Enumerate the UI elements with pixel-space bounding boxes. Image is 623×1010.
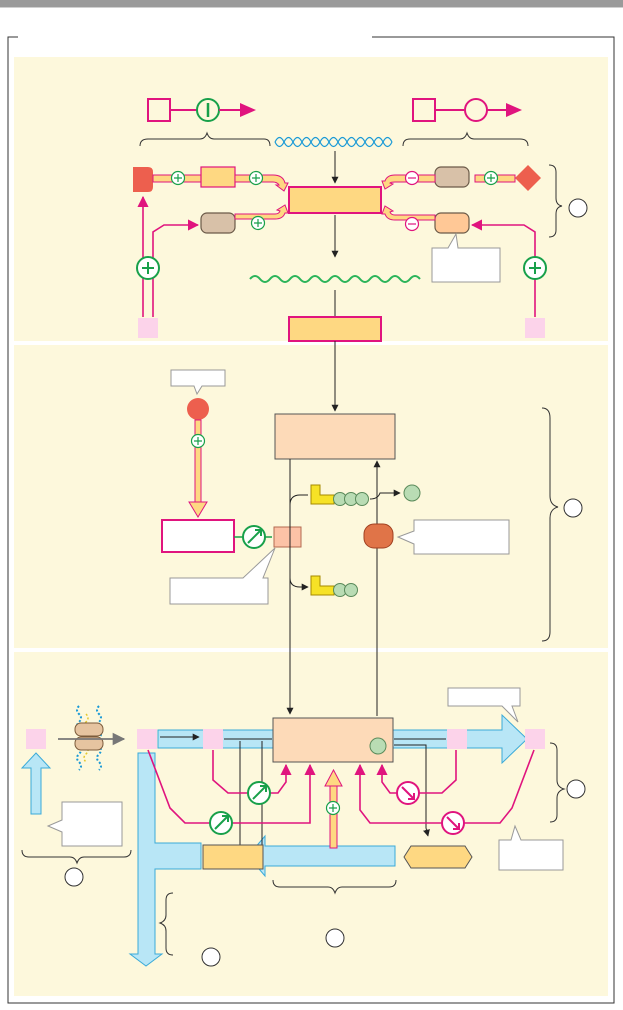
yellow-arrow (381, 205, 436, 221)
plus-sign-icon (190, 433, 206, 449)
plus-sign-icon (523, 256, 547, 280)
membrane-channel-icon (74, 705, 104, 771)
top-rule (0, 7, 623, 8)
marker-circle (201, 947, 221, 967)
legend-right (412, 98, 522, 122)
plus-sign-icon (325, 800, 341, 816)
brace-icon (21, 849, 132, 865)
callout-bubble-icon (447, 687, 521, 723)
marker-circle (325, 928, 345, 948)
callout-bubble-icon (498, 824, 564, 871)
diamond-node-icon (515, 165, 541, 191)
arrow-body (194, 419, 202, 505)
brown-regulator-box (434, 166, 470, 188)
brace-icon (402, 131, 529, 147)
marker-circle (566, 779, 586, 799)
activation-gauge-icon (242, 525, 266, 549)
brace-icon (549, 742, 566, 823)
target-box (161, 519, 235, 553)
minus-sign-icon (404, 170, 420, 186)
callout-bubble-icon (396, 519, 510, 555)
square-node-icon (26, 729, 46, 749)
branch-up (289, 494, 308, 506)
callout-bubble-icon (170, 369, 226, 396)
brace-icon (548, 164, 563, 238)
brown-regulator-box (200, 212, 236, 234)
release-arrow (369, 489, 401, 500)
marker-circle (563, 498, 583, 518)
callout-bubble-icon (431, 232, 501, 283)
arrow-right-icon (240, 103, 256, 117)
square-node-icon (137, 729, 157, 749)
brace-icon (541, 407, 559, 642)
square-node-icon (138, 318, 158, 338)
callout-bubble-icon (169, 547, 276, 605)
red-ligand-node (187, 398, 209, 420)
plus-sign-icon (136, 256, 160, 280)
brace-icon (158, 892, 174, 956)
green-small-node (369, 737, 387, 755)
plus-sign-icon (250, 215, 266, 231)
arrow-head (188, 501, 208, 518)
orange-regulator-node (363, 523, 394, 549)
peach-regulator-box (434, 212, 470, 234)
l-shape-complex (310, 484, 369, 506)
minus-sign-icon (404, 216, 420, 232)
central-gene-box (288, 186, 382, 214)
mrna-wave-icon (249, 275, 421, 283)
top-bar (0, 0, 623, 7)
red-rounded-node (133, 167, 153, 192)
marker-circle (568, 198, 588, 218)
square-node-icon (447, 729, 467, 749)
yellow-hexagon-node (403, 845, 473, 869)
peach-enzyme-box (273, 526, 302, 548)
l-shape-complex (310, 575, 358, 597)
left-enzyme-box (200, 166, 236, 188)
dna-helix-icon (274, 136, 393, 148)
legend-left (147, 98, 256, 122)
brace-icon (272, 879, 397, 895)
green-small-node (403, 484, 421, 502)
callout-bubble-icon (46, 801, 123, 847)
square-node-icon (525, 318, 545, 338)
branch-down (289, 577, 309, 591)
yellow-arrow (234, 204, 289, 220)
metabolic-complex-box (274, 413, 396, 460)
plus-sign-icon (170, 170, 186, 186)
outer-frame (7, 36, 615, 1004)
inhibition-gauge-icon (441, 811, 465, 835)
export-line (394, 744, 430, 837)
yellow-transporter-box (202, 844, 264, 870)
activation-gauge-icon (209, 811, 233, 835)
protein-box (288, 316, 382, 342)
inhibition-gauge-icon (396, 781, 420, 805)
arrow-right-icon (506, 103, 522, 117)
arrow-head (324, 768, 343, 787)
square-node-icon (525, 729, 545, 749)
plus-sign-icon (483, 170, 499, 186)
plus-sign-icon (248, 170, 264, 186)
arrow-body (329, 783, 338, 849)
square-node-icon (203, 729, 223, 749)
marker-circle (64, 867, 84, 887)
yellow-arrow (234, 174, 289, 192)
activation-gauge-icon (247, 781, 271, 805)
brace-icon (139, 131, 271, 147)
